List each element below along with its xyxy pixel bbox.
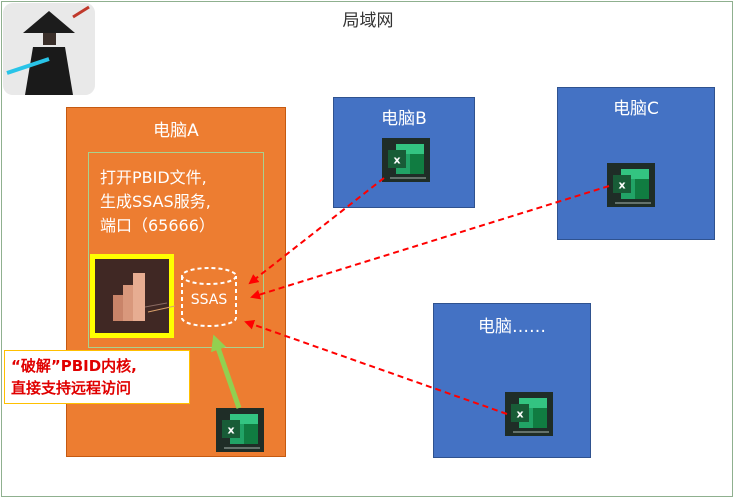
pbid-service-panel: [88, 152, 264, 348]
ssas-label: SSAS: [191, 292, 228, 308]
svg-text:x: x: [227, 424, 234, 437]
crack-callout: “破解”PBID内核, 直接支持远程访问: [4, 350, 190, 404]
diagram-title: 局域网: [342, 11, 394, 31]
arrow-more-to-ssas: [244, 319, 508, 415]
excel-icon: x: [505, 392, 553, 436]
callout-line-1: “破解”PBID内核,: [11, 357, 137, 375]
computer-c-label: 电脑C: [613, 99, 659, 119]
computer-a-label: 电脑A: [153, 121, 199, 141]
description-line-3: 端口（65666）: [100, 216, 215, 235]
arrow-c-to-ssas: [250, 185, 610, 300]
excel-icon: x: [382, 138, 430, 182]
database-icon: [181, 267, 237, 327]
computer-more-label: 电脑……: [478, 317, 546, 337]
svg-text:x: x: [393, 154, 400, 167]
powerbi-highlight: [90, 254, 174, 338]
game-avatar-icon: [3, 3, 95, 95]
svg-text:x: x: [516, 408, 523, 421]
powerbi-icon: [95, 259, 169, 333]
svg-text:x: x: [618, 179, 625, 192]
arrow-b-to-ssas: [248, 177, 385, 285]
description-line-1: 打开PBID文件,: [100, 168, 207, 187]
arrow-local-excel-to-ssas: [211, 334, 242, 409]
pbid-description: 打开PBID文件, 生成SSAS服务, 端口（65666）: [100, 166, 215, 238]
excel-icon: x: [607, 163, 655, 207]
description-line-2: 生成SSAS服务,: [100, 192, 211, 211]
callout-line-2: 直接支持远程访问: [11, 379, 132, 397]
excel-icon: x: [216, 408, 264, 452]
powerbi-ssas-link: [147, 305, 176, 313]
computer-b-label: 电脑B: [381, 109, 427, 129]
